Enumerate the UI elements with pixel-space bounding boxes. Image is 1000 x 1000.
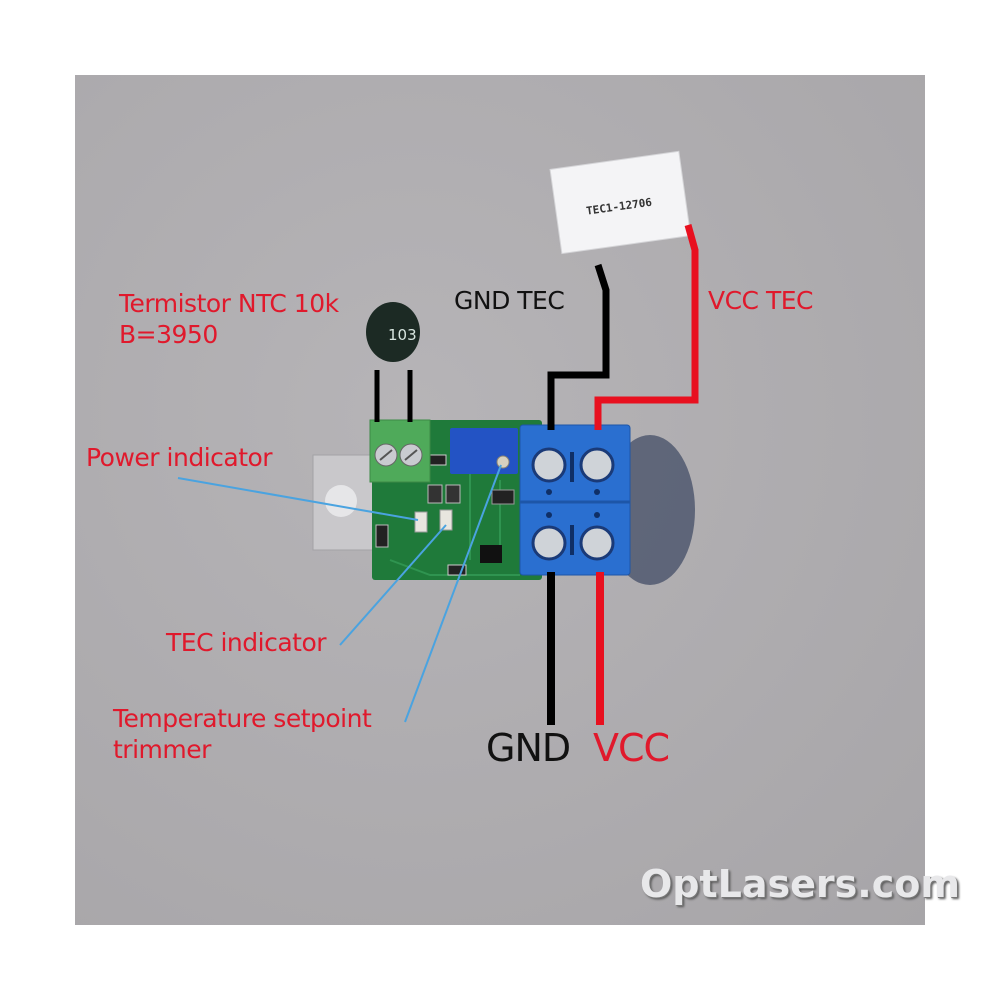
- label-thermistor: Termistor NTC 10k B=3950: [119, 288, 339, 351]
- label-trimmer-line1: Temperature setpoint: [113, 704, 372, 733]
- label-thermistor-line2: B=3950: [119, 320, 218, 350]
- watermark: OptLasers.com: [640, 862, 960, 906]
- pointer-trimmer: [404, 464, 502, 723]
- tec-module: TEC1-12706: [549, 150, 692, 255]
- screw-vcc-tec: [579, 447, 615, 483]
- label-trimmer-line2: trimmer: [113, 735, 211, 765]
- screw-gnd: [531, 525, 567, 561]
- tec-led: [439, 509, 453, 531]
- pointer-tec-indicator: [339, 524, 447, 646]
- mounting-hole: [325, 485, 357, 517]
- power-led: [414, 511, 428, 533]
- wire-gnd-tec: [547, 263, 610, 430]
- mosfet: [480, 545, 502, 563]
- power-terminal-block: [519, 424, 631, 576]
- wire-vcc-tec: [594, 224, 699, 430]
- label-tec-indicator: TEC indicator: [166, 628, 327, 657]
- label-gnd: GND: [486, 726, 571, 770]
- label-power-indicator: Power indicator: [86, 443, 273, 472]
- setpoint-trimmer[interactable]: [450, 428, 518, 474]
- label-vcc: VCC: [593, 726, 670, 770]
- ntc-thermistor: 103: [366, 302, 420, 422]
- screw-gnd-tec: [531, 447, 567, 483]
- label-thermistor-line1: Termistor NTC 10k: [119, 289, 339, 318]
- label-trimmer: Temperature setpoint trimmer: [113, 703, 372, 766]
- trimmer-screw[interactable]: [496, 455, 510, 469]
- smd-components: [375, 454, 515, 576]
- thermistor-terminal: [369, 419, 431, 483]
- label-vcc-tec: VCC TEC: [708, 286, 813, 315]
- pointer-power-indicator: [177, 477, 419, 521]
- screw-vcc: [579, 525, 615, 561]
- label-gnd-tec: GND TEC: [454, 286, 565, 315]
- thermistor-marking: 103: [388, 326, 417, 344]
